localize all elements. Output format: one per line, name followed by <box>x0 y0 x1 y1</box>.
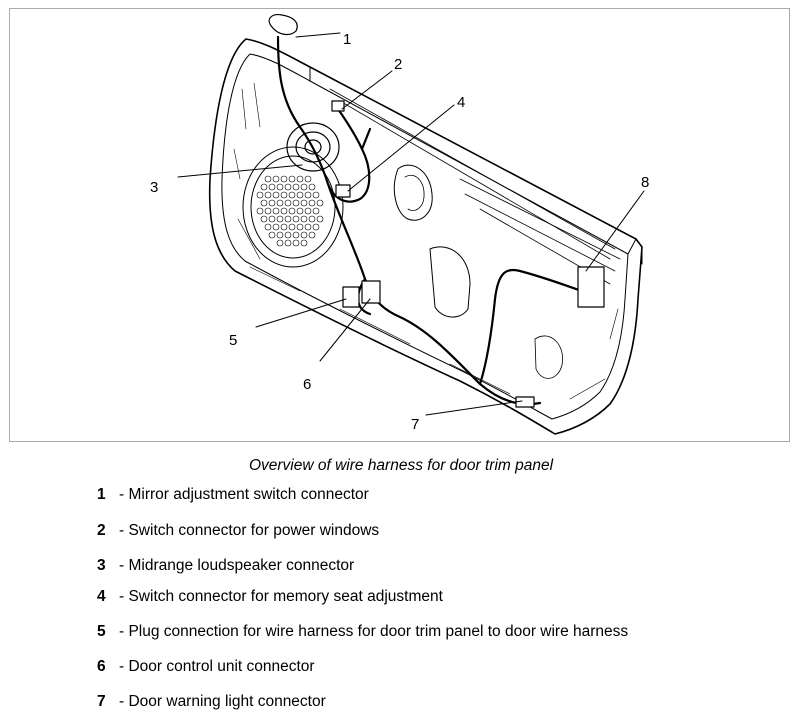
legend-item: 4 - Switch connector for memory seat adju… <box>97 588 443 606</box>
callout-1: 1 <box>343 31 351 48</box>
legend-number: 5 <box>97 623 106 640</box>
loudspeaker-grille <box>242 146 344 268</box>
diagram-frame: 1 2 3 4 5 6 7 8 <box>9 8 790 442</box>
callout-numbers: 1 2 3 4 5 6 7 8 <box>150 31 649 433</box>
legend-text: - Plug connection for wire harness for d… <box>119 623 629 640</box>
legend-text: - Switch connector for power windows <box>119 522 380 539</box>
callout-6: 6 <box>303 376 311 393</box>
legend-number: 7 <box>97 693 106 710</box>
legend-number: 1 <box>97 486 106 503</box>
callout-8: 8 <box>641 174 649 191</box>
legend-text: - Door control unit connector <box>119 658 315 675</box>
legend-number: 2 <box>97 522 106 539</box>
legend-item: 3 - Midrange loudspeaker connector <box>97 557 354 575</box>
callout-2: 2 <box>394 56 402 73</box>
legend-number: 4 <box>97 588 106 605</box>
callout-5: 5 <box>229 332 237 349</box>
door-panel-outline <box>208 38 643 435</box>
legend-item: 1 - Mirror adjustment switch connector <box>97 486 369 504</box>
wire-harness <box>276 35 584 406</box>
legend-item: 2 - Switch connector for power windows <box>97 522 379 540</box>
legend-number: 6 <box>97 658 106 675</box>
door-trim-panel-drawing: 1 2 3 4 5 6 7 8 <box>150 14 649 435</box>
legend-text: - Switch connector for memory seat adjus… <box>119 588 443 605</box>
midrange-speaker <box>286 122 340 172</box>
legend-item: 7 - Door warning light connector <box>97 693 326 711</box>
leader-lines <box>177 32 645 416</box>
connectors <box>268 14 605 408</box>
callout-7: 7 <box>411 416 419 433</box>
legend-text: - Door warning light connector <box>119 693 326 710</box>
legend-text: - Mirror adjustment switch connector <box>119 486 369 503</box>
callout-3: 3 <box>150 179 158 196</box>
legend-number: 3 <box>97 557 106 574</box>
callout-4: 4 <box>457 94 465 111</box>
figure-caption: Overview of wire harness for door trim p… <box>248 457 554 474</box>
legend-item: 5 - Plug connection for wire harness for … <box>97 623 628 641</box>
legend-text: - Midrange loudspeaker connector <box>119 557 355 574</box>
legend-item: 6 - Door control unit connector <box>97 658 315 676</box>
